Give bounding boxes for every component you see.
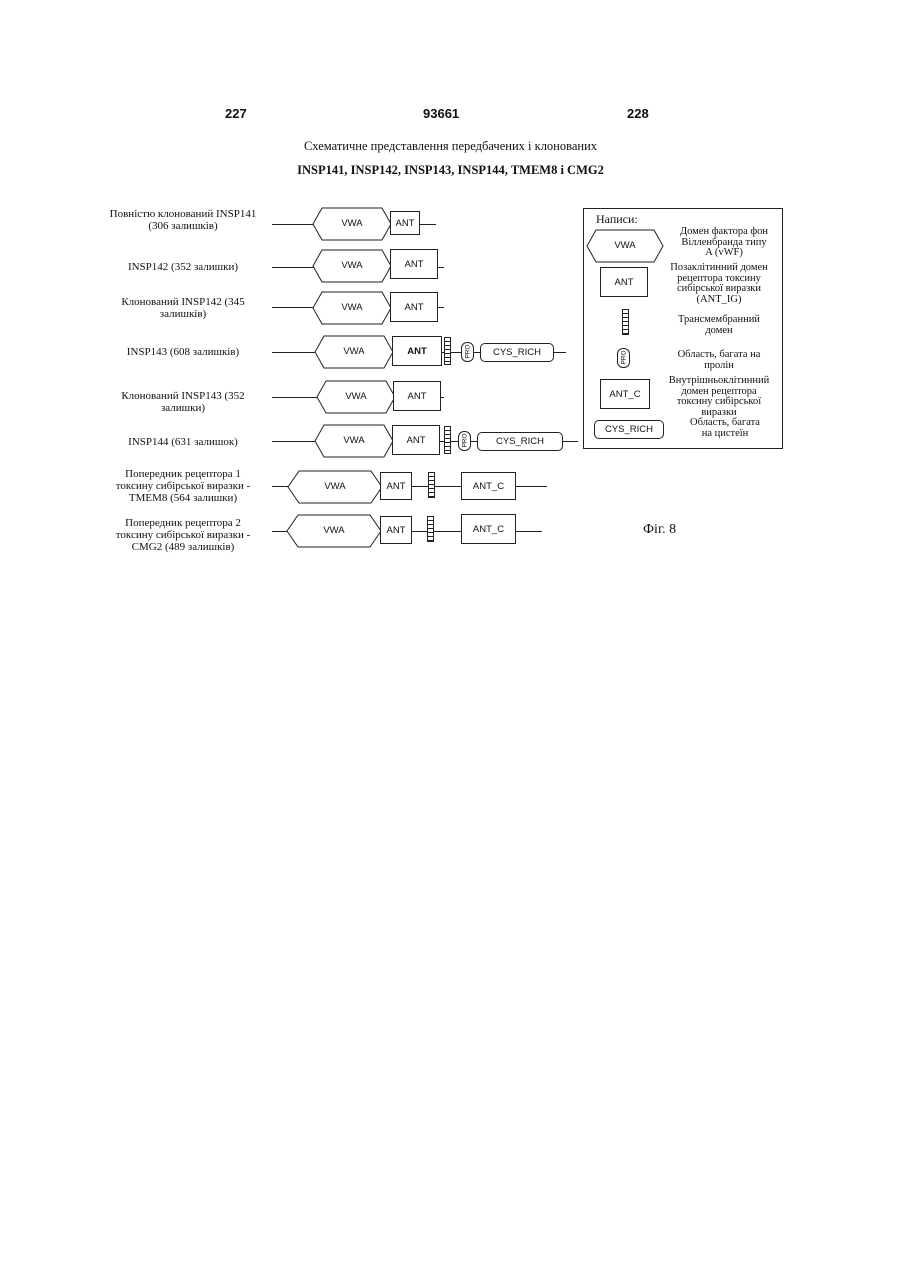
vwa-domain: VWA — [287, 470, 383, 504]
legend-vwa-symbol: VWA — [586, 229, 664, 263]
ant-domain: ANT — [392, 336, 442, 366]
ant-domain: ANT — [390, 211, 420, 235]
diagram-title: Схематичне представлення передбачених і … — [0, 139, 901, 154]
legend-tm-description: Трансмембраннийдомен — [656, 315, 782, 336]
vwa-domain: VWA — [316, 380, 396, 414]
legend-cys-rich-symbol: CYS_RICH — [594, 420, 664, 439]
ant-domain: ANT — [380, 516, 412, 544]
vwa-domain: VWA — [312, 207, 392, 241]
legend-transmembrane-symbol — [622, 309, 629, 335]
diagram-subtitle: INSP141, INSP142, INSP143, INSP144, TMEM… — [0, 163, 901, 178]
vwa-domain: VWA — [312, 291, 392, 325]
ant-domain: ANT — [390, 249, 438, 279]
ant-c-domain: ANT_C — [461, 514, 516, 544]
row-label-insp143: INSP143 (608 залишків) — [98, 346, 268, 358]
vwa-domain: VWA — [314, 424, 394, 458]
legend-ant-c-description: Внутрішньоклітиннийдомен рецепторатоксин… — [656, 376, 782, 418]
transmembrane-domain — [444, 337, 451, 365]
pro-rich-region: PRO — [458, 431, 471, 451]
cys-rich-region: CYS_RICH — [477, 432, 563, 451]
row-label-tmem8: Попередник рецептора 1токсину сибірської… — [98, 468, 268, 504]
legend-box: Написи: VWA Домен фактора фонВілленбранд… — [583, 208, 783, 449]
row-label-insp144: INSP144 (631 залишок) — [98, 436, 268, 448]
ant-c-domain: ANT_C — [461, 472, 516, 500]
transmembrane-domain — [427, 516, 434, 542]
row-label-insp142-cloned: Клонований INSP142 (345залишків) — [98, 296, 268, 320]
right-page-number: 228 — [627, 106, 649, 121]
row-label-insp142: INSP142 (352 залишки) — [98, 261, 268, 273]
transmembrane-domain — [444, 426, 451, 454]
row-label-insp141-full: Повністю клонований INSP141(306 залишків… — [98, 208, 268, 232]
ant-domain: ANT — [392, 425, 440, 455]
legend-pro-symbol: PRO — [617, 348, 630, 368]
row-label-insp143-cloned: Клонований INSP143 (352залишки) — [98, 390, 268, 414]
ant-domain: ANT — [390, 292, 438, 322]
legend-ant-description: Позаклітинний доменрецептора токсинусибі… — [656, 263, 782, 305]
legend-ant-symbol: ANT — [600, 267, 648, 297]
ant-domain: ANT — [393, 381, 441, 411]
figure-label: Фіг. 8 — [643, 522, 676, 538]
legend-ant-c-symbol: ANT_C — [600, 379, 650, 409]
ant-domain: ANT — [380, 472, 412, 500]
legend-cys-description: Область, багатана цистеїн — [668, 418, 782, 439]
row-label-cmg2: Попередник рецептора 2токсину сибірської… — [98, 517, 268, 553]
patent-number: 93661 — [423, 106, 459, 121]
pro-rich-region: PRO — [461, 342, 474, 362]
left-page-number: 227 — [225, 106, 247, 121]
legend-title: Написи: — [596, 212, 638, 227]
vwa-domain: VWA — [286, 514, 382, 548]
legend-vwa-description: Домен фактора фонВілленбранда типуA (vWF… — [666, 227, 782, 259]
legend-pro-description: Область, багата напролін — [656, 350, 782, 371]
transmembrane-domain — [428, 472, 435, 498]
vwa-domain: VWA — [314, 335, 394, 369]
vwa-domain: VWA — [312, 249, 392, 283]
cys-rich-region: CYS_RICH — [480, 343, 554, 362]
